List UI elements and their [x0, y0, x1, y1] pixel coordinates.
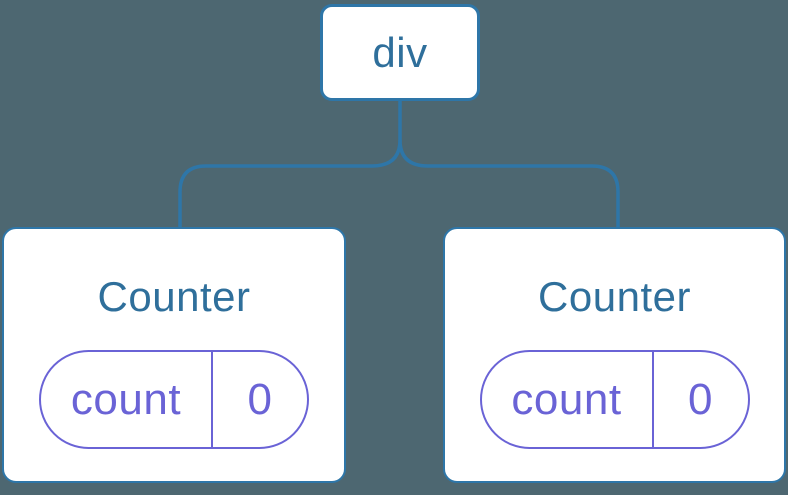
- connector-right-branch: [398, 139, 620, 227]
- component-title: Counter: [97, 273, 251, 320]
- tree-node-counter-2: Counter count 0: [443, 227, 786, 483]
- state-pill: count 0: [479, 350, 750, 449]
- state-key-label: count: [482, 352, 654, 447]
- tree-node-counter-1: Counter count 0: [2, 227, 346, 483]
- state-value: 0: [247, 374, 273, 424]
- root-node-label: div: [372, 28, 428, 76]
- state-pill: count 0: [39, 350, 309, 449]
- component-title: Counter: [538, 273, 691, 320]
- state-key-label: count: [41, 352, 213, 447]
- tree-node-root: div: [320, 4, 480, 101]
- connector-left-branch: [178, 139, 402, 227]
- state-value: 0: [688, 374, 713, 424]
